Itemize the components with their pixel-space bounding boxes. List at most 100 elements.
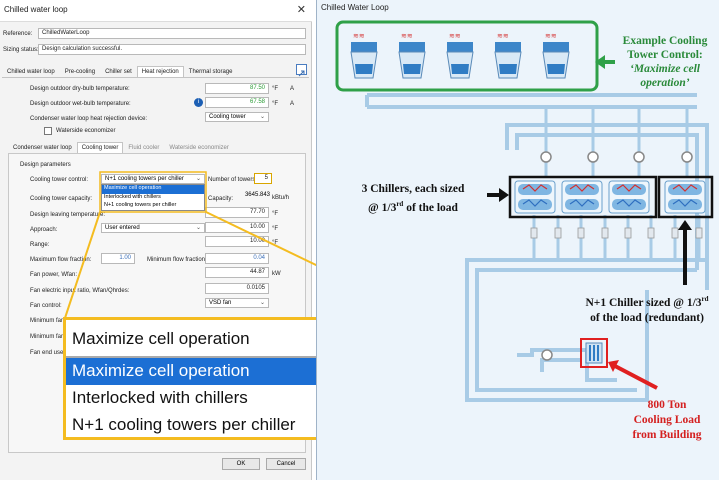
range-unit: °F bbox=[272, 240, 279, 246]
dialog-titlebar: Chilled water loop ✕ bbox=[0, 0, 312, 22]
wetbulb-field[interactable]: 67.58 bbox=[205, 97, 269, 108]
annotation-line: ‘Maximize cell bbox=[630, 63, 700, 75]
capacity-label: Capacity: bbox=[208, 196, 234, 202]
annotation-line: Cooling Load bbox=[633, 414, 701, 426]
drybulb-unit: °F bbox=[272, 86, 279, 92]
range-label: Range: bbox=[30, 242, 50, 248]
cooling-tower-icon: ≋≋ bbox=[350, 32, 378, 79]
chillers-group-outline bbox=[508, 175, 658, 219]
cancel-button[interactable]: Cancel bbox=[266, 458, 306, 470]
max-flow-fraction-label: Maximum flow fraction: bbox=[30, 257, 92, 263]
leaving-temperature-unit: °F bbox=[272, 211, 279, 217]
heat-rejection-device-value: Cooling tower bbox=[209, 114, 246, 120]
annotation-line: from Building bbox=[632, 429, 702, 441]
ok-button[interactable]: OK bbox=[222, 458, 260, 470]
chiller-icon bbox=[561, 180, 603, 214]
loop-schematic: ≋≋ ≋≋ ≋≋ ≋≋ bbox=[335, 20, 714, 402]
subtab-waterside-economizer[interactable]: Waterside economizer bbox=[169, 145, 229, 151]
annotation-line: of the load (redundant) bbox=[590, 311, 704, 324]
min-flow-fraction-field[interactable]: 0.04 bbox=[205, 253, 269, 264]
leaving-temperature-label: Design leaving temperature: bbox=[30, 212, 106, 218]
pump-icon bbox=[540, 151, 552, 163]
top-tab-bar: Chilled water loop Pre-cooling Chiller s… bbox=[2, 66, 237, 77]
fan-electric-ratio-field[interactable]: 0.0105 bbox=[205, 283, 269, 294]
annotation-line: 800 Ton bbox=[647, 399, 687, 411]
annotation-line: Example Cooling bbox=[622, 35, 708, 47]
reference-field[interactable]: ChilledWaterLoop bbox=[38, 28, 306, 39]
cooling-tower-control-options: Maximize cell operation Interlocked with… bbox=[101, 184, 205, 211]
chilled-water-loop-diagram: Chilled Water Loop bbox=[316, 0, 719, 480]
chevron-down-icon: ⌄ bbox=[259, 114, 265, 120]
info-icon[interactable]: i bbox=[194, 98, 203, 107]
chiller-icon bbox=[514, 180, 556, 214]
pump-icon bbox=[587, 151, 599, 163]
drybulb-field[interactable]: 87.50 bbox=[205, 83, 269, 94]
approach-mode-value: User entered bbox=[105, 225, 140, 231]
tab-chilled-water-loop[interactable]: Chilled water loop bbox=[7, 69, 55, 75]
fan-end-use-label: Fan end use bbox=[30, 350, 64, 356]
min-flow-fraction-label: Minimum flow fraction: bbox=[147, 257, 207, 263]
tab-thermal-storage[interactable]: Thermal storage bbox=[188, 69, 233, 75]
chevron-down-icon: ⌄ bbox=[259, 300, 265, 306]
svg-text:≋≋: ≋≋ bbox=[497, 32, 509, 40]
pump-icon bbox=[541, 349, 553, 361]
cooling-towers: ≋≋ ≋≋ ≋≋ ≋≋ bbox=[350, 32, 570, 79]
number-of-towers-field[interactable]: 5 bbox=[254, 173, 272, 184]
cooling-tower-control-value: N+1 cooling towers per chiller bbox=[105, 176, 184, 182]
building-load-outline bbox=[580, 338, 608, 368]
pump-icon bbox=[633, 151, 645, 163]
option-interlocked-with-chillers[interactable]: Interlocked with chillers bbox=[104, 193, 161, 200]
fan-control-dropdown[interactable]: VSD fan ⌄ bbox=[205, 298, 269, 308]
tab-heat-rejection[interactable]: Heat rejection bbox=[136, 66, 184, 77]
minimum-fan-label-1: Minimum fan bbox=[30, 318, 65, 324]
waterside-economizer-label: Waterside economizer bbox=[56, 128, 116, 134]
svg-text:≋≋: ≋≋ bbox=[545, 32, 557, 40]
fan-power-field[interactable]: 44.87 bbox=[205, 267, 269, 278]
wetbulb-autosize-flag: A bbox=[290, 101, 295, 107]
pump-icon bbox=[681, 151, 693, 163]
svg-text:≋≋: ≋≋ bbox=[353, 32, 365, 40]
cooling-tower-group-outline bbox=[335, 20, 599, 92]
tab-chiller-set[interactable]: Chiller set bbox=[105, 69, 132, 75]
chillers-annotation: 3 Chillers, each sized @ 1/3rd of the lo… bbox=[339, 182, 487, 216]
help-icon[interactable] bbox=[296, 64, 307, 77]
cooling-tower-capacity-label: Cooling tower capacity: bbox=[30, 196, 93, 202]
approach-unit: °F bbox=[272, 226, 279, 232]
fan-power-unit: kW bbox=[272, 271, 281, 277]
fan-electric-ratio-label: Fan electric input ratio, Wfan/Qhrdes: bbox=[30, 288, 130, 294]
cooling-tower-control-dropdown[interactable]: N+1 cooling towers per chiller ⌄ bbox=[101, 174, 205, 184]
loop-title: Chilled Water Loop bbox=[321, 3, 389, 12]
option-maximize-cell-operation[interactable]: Maximize cell operation bbox=[102, 185, 204, 194]
redundant-chiller-annotation: N+1 Chiller sized @ 1/3rd of the load (r… bbox=[572, 292, 719, 326]
chevron-down-icon: ⌄ bbox=[195, 225, 201, 231]
tab-pre-cooling[interactable]: Pre-cooling bbox=[64, 69, 96, 75]
close-icon[interactable]: ✕ bbox=[296, 4, 306, 16]
chiller-icon bbox=[608, 180, 650, 214]
fan-control-label: Fan control: bbox=[30, 303, 62, 309]
waterside-economizer-checkbox[interactable] bbox=[44, 127, 52, 135]
cooling-tower-icon: ≋≋ bbox=[398, 32, 426, 79]
chevron-down-icon: ⌄ bbox=[195, 176, 201, 182]
callout-option-interlocked[interactable]: Interlocked with chillers bbox=[72, 388, 248, 407]
approach-mode-dropdown[interactable]: User entered ⌄ bbox=[101, 223, 205, 233]
sizing-status-field: Design calculation successful. bbox=[38, 44, 306, 55]
subtab-fluid-cooler[interactable]: Fluid cooler bbox=[128, 145, 160, 151]
max-flow-fraction-field[interactable]: 1.00 bbox=[101, 253, 135, 264]
approach-label: Approach: bbox=[30, 227, 58, 233]
capacity-unit: kBtu/h bbox=[272, 195, 290, 201]
valve-icons bbox=[530, 227, 703, 239]
svg-text:≋≋: ≋≋ bbox=[401, 32, 413, 40]
building-load-annotation: 800 Ton Cooling Load from Building bbox=[617, 398, 717, 443]
capacity-value: 3645.843 bbox=[244, 192, 270, 198]
subtab-cooling-tower[interactable]: Cooling tower bbox=[76, 142, 124, 153]
annotation-line: 3 Chillers, each sized bbox=[361, 183, 465, 195]
cooling-tower-icon: ≋≋ bbox=[494, 32, 522, 79]
callout-option-n-plus-1[interactable]: N+1 cooling towers per chiller bbox=[72, 415, 296, 434]
number-of-towers-label: Number of towers: bbox=[208, 177, 258, 183]
drybulb-label: Design outdoor dry-bulb temperature: bbox=[30, 86, 130, 92]
option-n-plus-1-towers[interactable]: N+1 cooling towers per chiller bbox=[104, 202, 177, 208]
subtab-condenser-water-loop[interactable]: Condenser water loop bbox=[13, 145, 72, 151]
cooling-tower-icon: ≋≋ bbox=[542, 32, 570, 79]
heat-rejection-device-dropdown[interactable]: Cooling tower ⌄ bbox=[205, 112, 269, 122]
cooling-tower-control-label: Cooling tower control: bbox=[30, 177, 89, 183]
